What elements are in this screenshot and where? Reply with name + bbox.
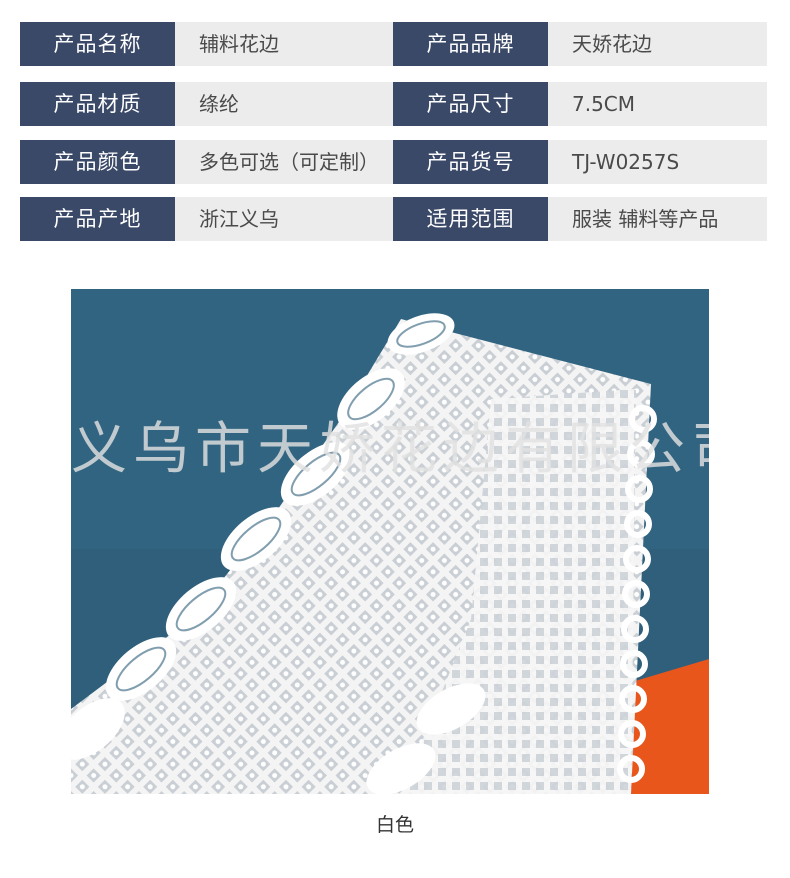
- spec-row-2: 产品材质 绦纶 产品尺寸 7.5CM: [20, 82, 767, 126]
- spec-value: 天娇花边: [548, 22, 767, 66]
- spec-row-3: 产品颜色 多色可选（可定制） 产品货号 TJ-W0257S: [20, 140, 767, 184]
- spec-value: 绦纶: [175, 82, 393, 126]
- spec-row-4: 产品产地 浙江义乌 适用范围 服装 辅料等产品: [20, 197, 767, 241]
- spec-label: 适用范围: [393, 197, 548, 241]
- product-photo: 义乌市天娇花边有限公司: [71, 289, 709, 794]
- spec-label: 产品货号: [393, 140, 548, 184]
- spec-row-1: 产品名称 辅料花边 产品品牌 天娇花边: [20, 22, 767, 66]
- spec-label: 产品颜色: [20, 140, 175, 184]
- spec-value: 服装 辅料等产品: [548, 197, 767, 241]
- spec-value: 浙江义乌: [175, 197, 393, 241]
- spec-label: 产品品牌: [393, 22, 548, 66]
- spec-value: 辅料花边: [175, 22, 393, 66]
- spec-value: TJ-W0257S: [548, 140, 767, 184]
- spec-label: 产品材质: [20, 82, 175, 126]
- spec-value: 7.5CM: [548, 82, 767, 126]
- spec-label: 产品名称: [20, 22, 175, 66]
- spec-label: 产品产地: [20, 197, 175, 241]
- lace-scallops: [71, 313, 486, 794]
- watermark: 义乌市天娇花边有限公司: [71, 417, 709, 482]
- lace-illustration: [71, 289, 709, 794]
- spec-value: 多色可选（可定制）: [175, 140, 393, 184]
- spec-label: 产品尺寸: [393, 82, 548, 126]
- color-caption: 白色: [375, 814, 414, 836]
- lace-edge: [617, 405, 657, 783]
